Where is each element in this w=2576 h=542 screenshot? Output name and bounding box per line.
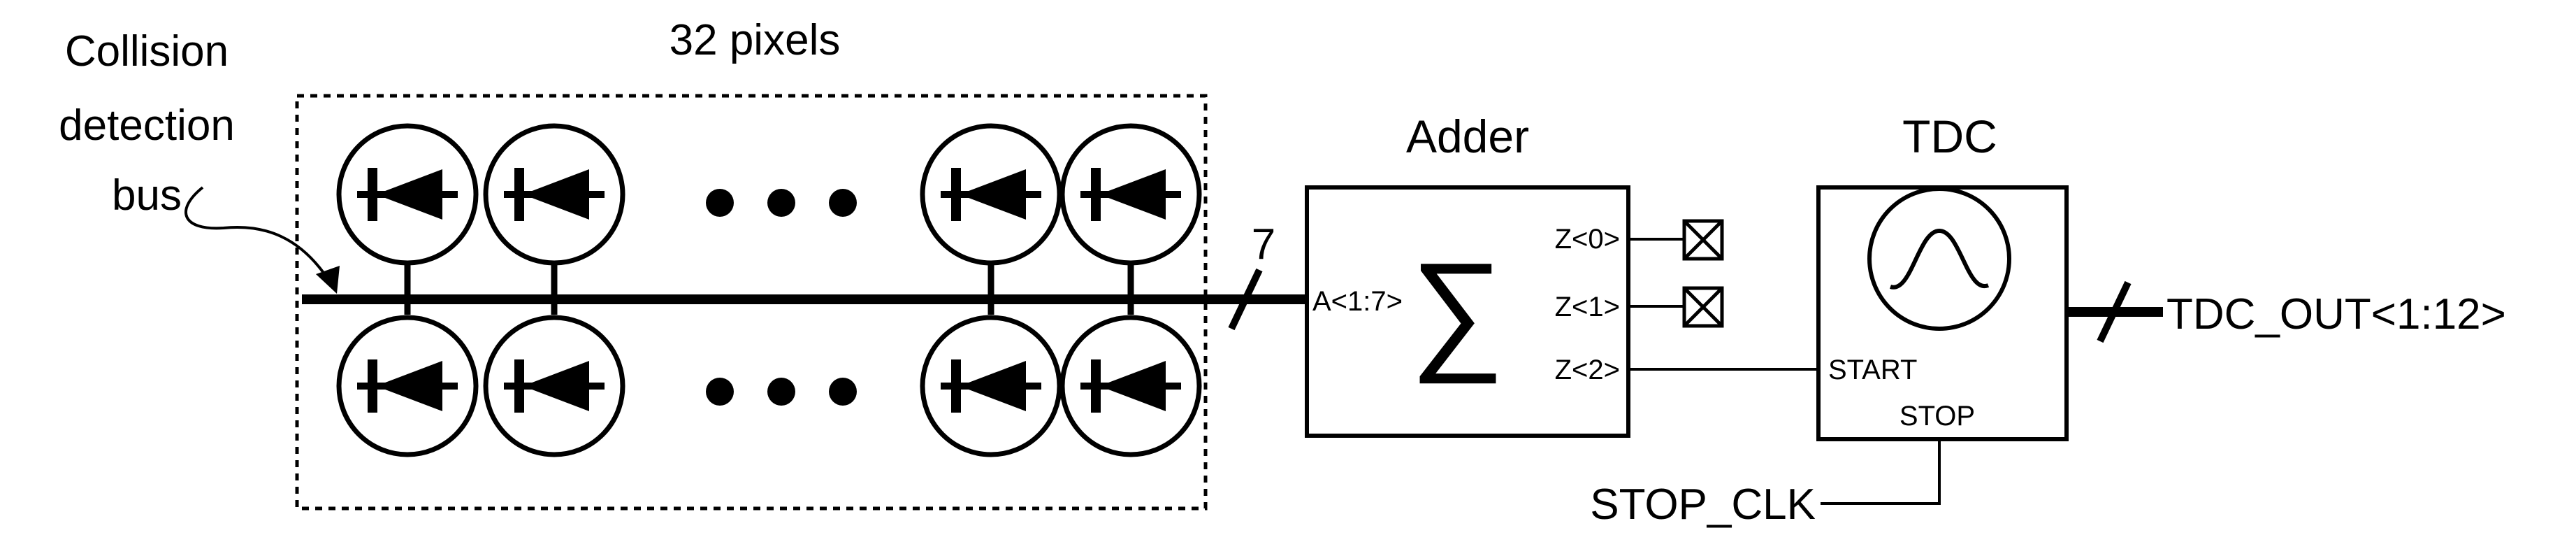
sigma-icon: ∑ xyxy=(1410,236,1504,384)
stop-clk-wire xyxy=(1821,439,1941,505)
bus-width-slash xyxy=(1228,268,1263,331)
spad-diode-icon xyxy=(922,318,1059,455)
spad-diode-icon xyxy=(339,318,476,455)
adder-block xyxy=(1305,185,1630,438)
sine-wave-icon xyxy=(1867,187,2011,331)
ellipsis-icon xyxy=(706,189,857,217)
tdc-pin-start: START xyxy=(1828,355,1917,385)
no-connect-icon xyxy=(1682,286,1724,328)
bus-label-line1: Collision xyxy=(65,27,229,76)
stop-clk-label: STOP_CLK xyxy=(1590,480,1816,529)
adder-pin-z1: Z<1> xyxy=(1555,292,1620,322)
bus-label-line3: bus xyxy=(112,171,182,220)
ellipsis-icon xyxy=(706,378,857,406)
bus-width-label: 7 xyxy=(1252,220,1275,269)
pixel-array-label: 32 pixels xyxy=(670,16,841,64)
spad-diode-icon xyxy=(1062,126,1199,263)
bus-callout-arrow xyxy=(184,186,330,281)
pixel-bus-stubs xyxy=(404,259,1134,315)
pixel-array-frame xyxy=(295,94,1208,511)
adder-input-pin: A<1:7> xyxy=(1312,286,1403,317)
adder-title: Adder xyxy=(1406,110,1529,162)
spad-diode-icon xyxy=(486,318,623,455)
bus-label-line2: detection xyxy=(59,101,235,150)
adder-pin-z2: Z<2> xyxy=(1555,355,1620,385)
no-connect-icon xyxy=(1682,219,1724,261)
adder-pin-z0: Z<0> xyxy=(1555,224,1620,255)
spad-diode-icon xyxy=(339,126,476,263)
spad-diode-icon xyxy=(486,126,623,263)
pixel-row-top xyxy=(339,126,1199,263)
spad-diode-icon xyxy=(1062,318,1199,455)
tdc-title: TDC xyxy=(1902,110,1997,162)
spad-diode-icon xyxy=(922,126,1059,263)
tdc-pin-stop: STOP xyxy=(1900,401,1975,432)
tdc-output-label: TDC_OUT<1:12> xyxy=(2166,290,2506,338)
bus-callout-arrowhead xyxy=(316,266,340,294)
output-bus-slash xyxy=(2097,280,2132,343)
